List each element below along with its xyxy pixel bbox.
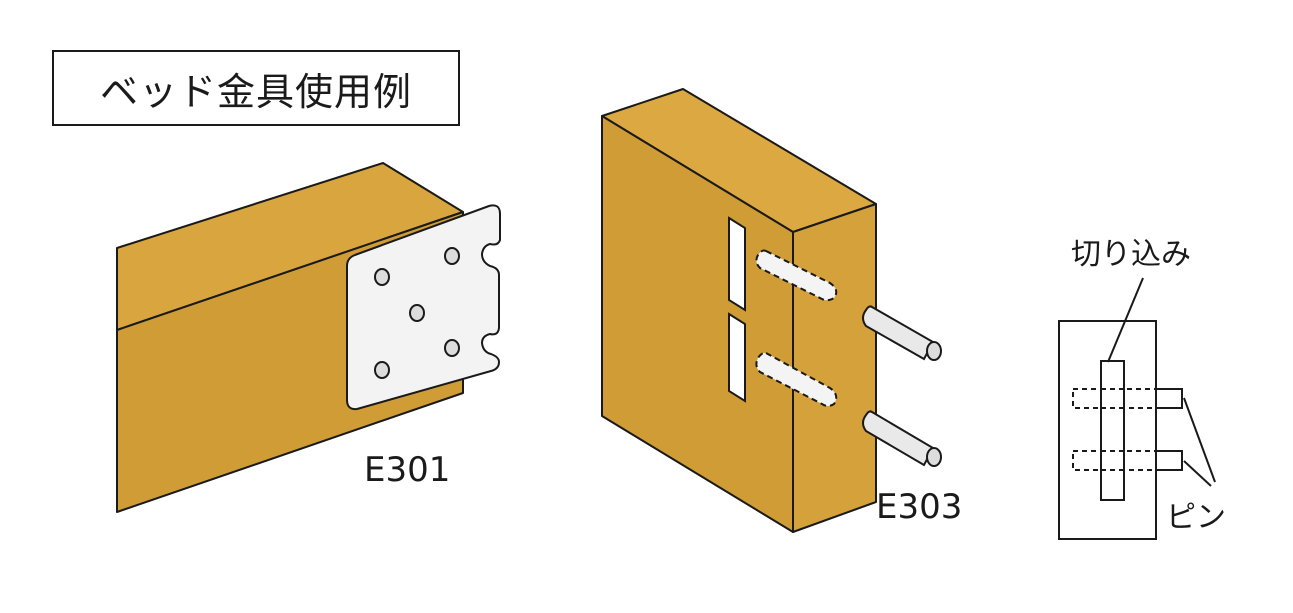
label-e301: E301 xyxy=(364,450,451,490)
pin-upper xyxy=(862,305,935,361)
diagram-title: ベッド金具使用例 xyxy=(99,69,412,114)
plate-outline xyxy=(346,204,501,411)
hidden-pin-upper xyxy=(755,249,838,302)
title-box: ベッド金具使用例 xyxy=(52,50,460,126)
plate-hole xyxy=(409,304,425,322)
plate-hole xyxy=(374,361,390,379)
schematic-pin-upper-out xyxy=(1155,388,1183,409)
leader-pin-lower xyxy=(1183,460,1212,487)
leader-pin-upper xyxy=(1183,397,1216,483)
slot-upper xyxy=(728,216,746,312)
schematic xyxy=(1058,277,1216,540)
block-e303 xyxy=(601,88,877,533)
slot-lower xyxy=(728,312,746,403)
metal-plate-e301 xyxy=(346,204,501,411)
schematic-notch xyxy=(1100,360,1125,501)
plate-hole xyxy=(374,268,390,286)
label-pin: ピン xyxy=(1166,500,1226,535)
label-notch: 切り込み xyxy=(1071,237,1191,272)
plate-hole xyxy=(444,247,460,265)
pin-lower-end xyxy=(926,447,942,467)
block-slots xyxy=(728,216,746,403)
protruding-pins xyxy=(862,305,942,467)
label-e303: E303 xyxy=(876,487,963,527)
leader-notch xyxy=(1107,277,1144,363)
pin-lower xyxy=(862,410,935,467)
schematic-pin-lower-out xyxy=(1155,450,1183,471)
hidden-pins xyxy=(755,249,838,407)
block-side-face xyxy=(792,203,877,533)
pin-upper-end xyxy=(926,341,942,361)
plate-hole xyxy=(444,339,460,357)
hidden-pin-lower xyxy=(755,351,838,407)
